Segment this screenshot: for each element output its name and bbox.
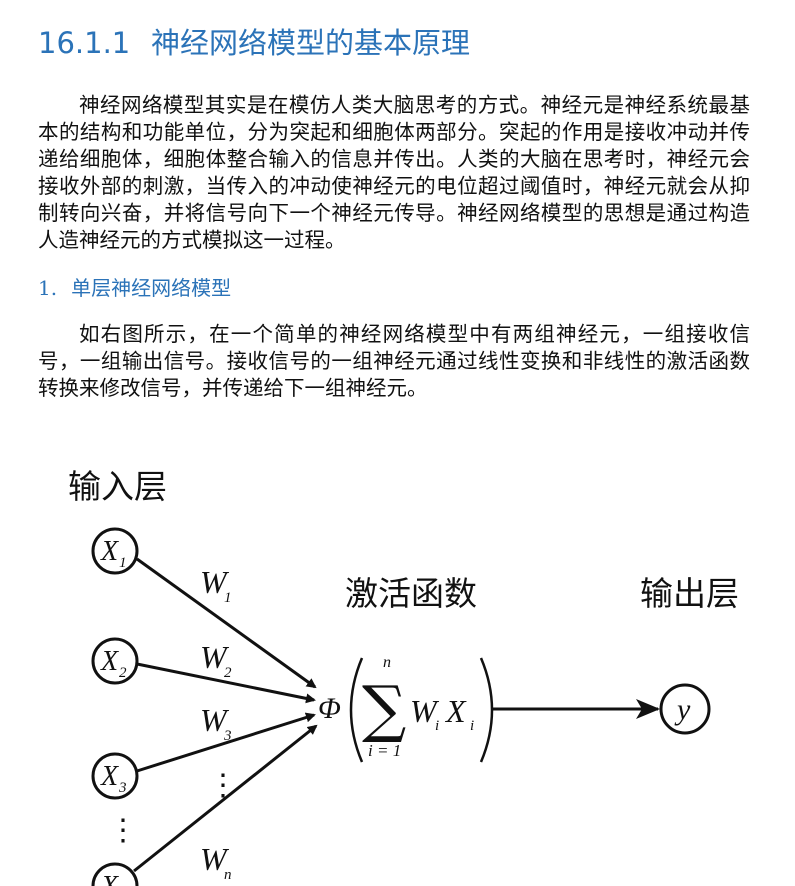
edge-x2 bbox=[136, 662, 316, 704]
input-node-x2: X 2 bbox=[91, 637, 139, 685]
edge-x1 bbox=[136, 557, 317, 689]
activation-formula: Φ n ∑ i = 1 W i X i bbox=[318, 654, 494, 763]
phi-symbol: Φ bbox=[318, 692, 341, 725]
x1-subscript: 1 bbox=[119, 555, 127, 571]
w3-subscript: 3 bbox=[223, 728, 232, 744]
formula-w-sub: i bbox=[435, 718, 439, 734]
input-node-x3: X 3 bbox=[91, 752, 139, 800]
w3-symbol: W bbox=[200, 702, 230, 738]
left-paren bbox=[349, 657, 364, 763]
wn-symbol: W bbox=[200, 841, 230, 877]
sum-upper: n bbox=[383, 654, 391, 671]
neural-network-diagram: 输入层 激活函数 输出层 X 1 X 2 X 3 X ⋮ ⋮ W 1 W 2 W… bbox=[68, 467, 739, 886]
y-symbol: y bbox=[674, 693, 691, 726]
output-node-y: y bbox=[659, 683, 711, 735]
section-heading: 16.1.1 神经网络模型的基本原理 bbox=[38, 20, 470, 62]
activation-function-label: 激活函数 bbox=[345, 574, 477, 613]
right-paren bbox=[479, 657, 494, 763]
single-layer-paragraph: 如右图所示，在一个简单的神经网络模型中有两组神经元，一组接收信号，一组输出信号。… bbox=[38, 322, 750, 400]
sum-lower: i = 1 bbox=[368, 741, 401, 760]
x2-symbol: X bbox=[100, 646, 119, 677]
w1-symbol: W bbox=[200, 564, 230, 600]
subsection-title: 单层神经网络模型 bbox=[71, 276, 232, 300]
weight-wn: W n bbox=[200, 841, 232, 883]
x3-subscript: 3 bbox=[118, 780, 127, 796]
intro-paragraph: 神经网络模型其实是在模仿人类大脑思考的方式。神经元是神经系统最基本的结构和功能单… bbox=[38, 93, 750, 252]
w2-subscript: 2 bbox=[224, 665, 232, 681]
weight-w1: W 1 bbox=[200, 564, 232, 606]
section-number: 16.1.1 bbox=[38, 26, 131, 60]
input-node-x1: X 1 bbox=[91, 527, 139, 575]
sigma-symbol: ∑ bbox=[362, 672, 406, 745]
w2-symbol: W bbox=[200, 639, 230, 675]
subsection-number: 1. bbox=[38, 276, 58, 300]
x3-symbol: X bbox=[100, 761, 119, 792]
output-layer-label: 输出层 bbox=[640, 574, 739, 613]
section-title: 神经网络模型的基本原理 bbox=[151, 26, 471, 60]
weight-ellipsis: ⋮ bbox=[208, 768, 238, 803]
edge-x3 bbox=[136, 712, 316, 773]
formula-x: X bbox=[444, 693, 467, 729]
wn-subscript: n bbox=[224, 867, 232, 883]
weight-w3: W 3 bbox=[200, 702, 232, 744]
input-ellipsis: ⋮ bbox=[108, 813, 138, 848]
w1-subscript: 1 bbox=[224, 590, 232, 606]
xn-symbol: X bbox=[100, 871, 119, 886]
edge-xn bbox=[133, 724, 318, 873]
subsection-heading: 1. 单层神经网络模型 bbox=[38, 272, 231, 301]
input-node-xn: X bbox=[91, 862, 139, 886]
x1-symbol: X bbox=[100, 536, 119, 567]
weight-w2: W 2 bbox=[200, 639, 232, 681]
formula-w: W bbox=[410, 693, 440, 729]
input-layer-label: 输入层 bbox=[68, 467, 167, 506]
x2-subscript: 2 bbox=[119, 665, 127, 681]
formula-x-sub: i bbox=[470, 718, 474, 734]
